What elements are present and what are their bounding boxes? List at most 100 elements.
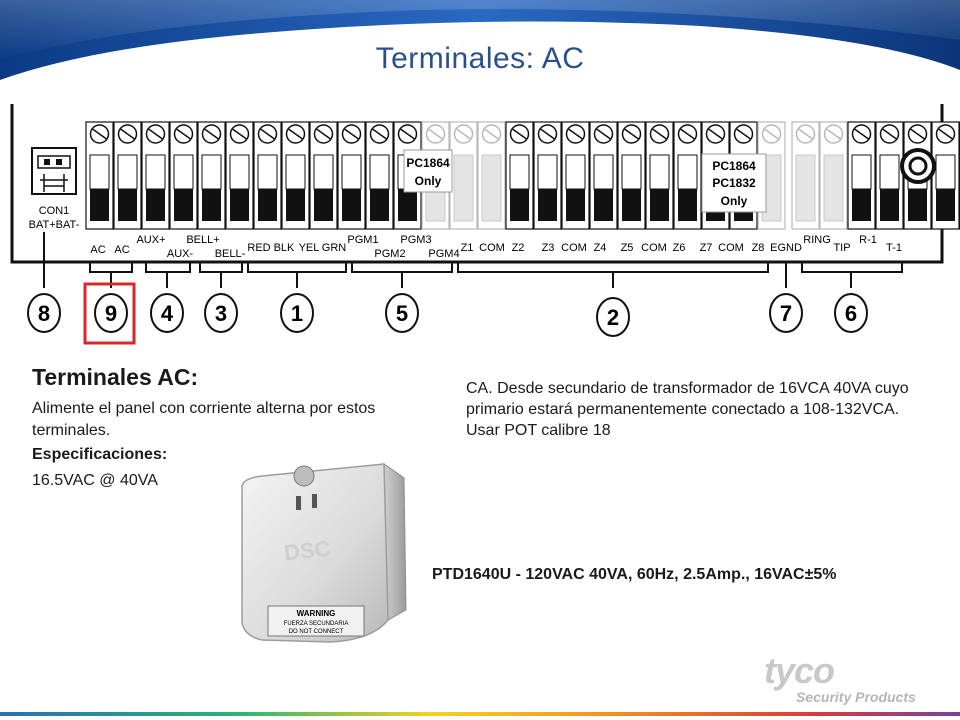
con1-connector bbox=[31, 147, 77, 195]
transformer-warning-sub: FUERZA SECUNDARIA bbox=[284, 621, 349, 627]
callout-number: 8 bbox=[38, 301, 50, 326]
callout-3: 3 bbox=[204, 293, 238, 333]
screw-terminal bbox=[365, 121, 394, 230]
board-mounting-knob bbox=[900, 148, 936, 184]
terminal-label: T-1 bbox=[886, 242, 902, 254]
terminal-label: COM bbox=[479, 242, 505, 254]
screw-terminal bbox=[113, 121, 142, 230]
pc1864-only-tag-line1: PC1864 bbox=[406, 156, 450, 170]
pc1864-pc1832-tag-line2: PC1832 bbox=[712, 176, 756, 190]
callout-7: 7 bbox=[769, 293, 803, 333]
callout-1: 1 bbox=[280, 293, 314, 333]
screw-terminal bbox=[533, 121, 562, 230]
pc1864-pc1832-only-tag: PC1864 PC1832 Only bbox=[701, 153, 767, 213]
section-description: Alimente el panel con corriente alterna … bbox=[32, 400, 376, 439]
section-heading: Terminales AC: bbox=[32, 364, 199, 390]
terminal-label: PGM1 bbox=[347, 234, 378, 246]
model-specs: PTD1640U - 120VAC 40VA, 60Hz, 2.5Amp., 1… bbox=[432, 566, 837, 583]
terminal-label: Z1 bbox=[461, 242, 474, 254]
terminal-label: Z5 bbox=[621, 242, 634, 254]
transformer-image: DSC WARNING FUERZA SECUNDARIA DO NOT CON… bbox=[241, 463, 407, 643]
terminal-label: Z7 bbox=[700, 242, 713, 254]
callout-2: 2 bbox=[596, 297, 630, 337]
screw-terminal bbox=[337, 121, 366, 230]
tyco-tagline: Security Products bbox=[796, 689, 916, 705]
terminal-label: BELL- bbox=[215, 248, 246, 260]
terminal-label: YEL bbox=[299, 242, 320, 254]
terminal-label: Z3 bbox=[542, 242, 555, 254]
terminal-label: AC bbox=[90, 244, 105, 256]
terminal-label: Z8 bbox=[752, 242, 765, 254]
highlight-box bbox=[83, 282, 136, 345]
spec-heading: Especificaciones: bbox=[32, 446, 168, 463]
callout-number: 9 bbox=[105, 301, 117, 326]
screw-terminal bbox=[197, 121, 226, 230]
con1-sublabel: BAT+BAT- bbox=[29, 219, 80, 231]
screw-terminal bbox=[617, 121, 646, 230]
terminal-label: RED bbox=[247, 242, 270, 254]
screw-terminal bbox=[253, 121, 282, 230]
terminal-label: Z4 bbox=[594, 242, 607, 254]
transformer-brand: DSC bbox=[283, 536, 332, 566]
terminal-label: COM bbox=[561, 242, 587, 254]
screw-terminal bbox=[819, 121, 848, 230]
callout-number: 4 bbox=[161, 301, 174, 326]
callout-number: 3 bbox=[215, 301, 227, 326]
screw-terminal bbox=[673, 121, 702, 230]
screw-terminal bbox=[931, 121, 960, 230]
terminal-label: PGM2 bbox=[374, 248, 405, 260]
screw-terminal bbox=[449, 121, 478, 230]
terminal-label: PGM4 bbox=[428, 248, 459, 260]
callout-number: 5 bbox=[396, 301, 408, 326]
screw-terminal bbox=[85, 121, 114, 230]
pc1864-only-tag: PC1864 Only bbox=[403, 149, 453, 193]
ac-note: CA. Desde secundario de transformador de… bbox=[466, 380, 909, 439]
callouts: 8 9 4 3 1 5 2 7 6 bbox=[27, 293, 868, 337]
callout-5: 5 bbox=[385, 293, 419, 333]
terminal-label: GRN bbox=[322, 242, 347, 254]
terminal-label: COM bbox=[718, 242, 744, 254]
screw-terminal bbox=[847, 121, 876, 230]
tyco-logo: tyco bbox=[764, 650, 835, 691]
con1-label: CON1 bbox=[39, 205, 70, 217]
screw-terminal bbox=[505, 121, 534, 230]
header-banner bbox=[0, 0, 960, 84]
terminal-label: Z2 bbox=[512, 242, 525, 254]
pc1864-pc1832-tag-line3: Only bbox=[721, 194, 748, 208]
footer-color-bar bbox=[0, 712, 960, 716]
screw-terminal bbox=[477, 121, 506, 230]
callout-number: 6 bbox=[845, 301, 857, 326]
transformer-warning-sub2: DO NOT CONNECT bbox=[289, 629, 344, 635]
terminal-label: R-1 bbox=[859, 234, 877, 246]
terminal-block bbox=[85, 121, 960, 230]
terminal-label: TIP bbox=[833, 242, 850, 254]
callout-number: 2 bbox=[607, 305, 619, 330]
screw-terminal bbox=[169, 121, 198, 230]
group-brackets bbox=[43, 232, 903, 288]
terminal-label: PGM3 bbox=[400, 234, 431, 246]
terminal-labels-upper: AC AC AUX+ BELL+ RED BLK YEL GRN PGM1 PG… bbox=[90, 234, 877, 256]
callout-4: 4 bbox=[150, 293, 184, 333]
screw-terminal bbox=[281, 121, 310, 230]
callout-number: 7 bbox=[780, 301, 792, 326]
pc1864-only-tag-line2: Only bbox=[415, 174, 442, 188]
transformer-warning: WARNING bbox=[297, 609, 336, 618]
terminal-label: Z6 bbox=[673, 242, 686, 254]
screw-terminal bbox=[225, 121, 254, 230]
terminal-label: AC bbox=[114, 244, 129, 256]
spec-value: 16.5VAC @ 40VA bbox=[32, 472, 158, 489]
callout-9: 9 bbox=[94, 293, 128, 333]
pc1864-pc1832-tag-line1: PC1864 bbox=[712, 159, 756, 173]
terminal-label: RING bbox=[803, 234, 831, 246]
terminal-label: BLK bbox=[274, 242, 295, 254]
terminal-label: COM bbox=[641, 242, 667, 254]
terminal-label: EGND bbox=[770, 242, 802, 254]
screw-terminal bbox=[309, 121, 338, 230]
screw-terminal bbox=[141, 121, 170, 230]
callout-number: 1 bbox=[291, 301, 303, 326]
terminal-label: AUX- bbox=[167, 248, 194, 260]
screw-terminal bbox=[561, 121, 590, 230]
screw-terminal bbox=[791, 121, 820, 230]
screw-terminal bbox=[875, 121, 904, 230]
